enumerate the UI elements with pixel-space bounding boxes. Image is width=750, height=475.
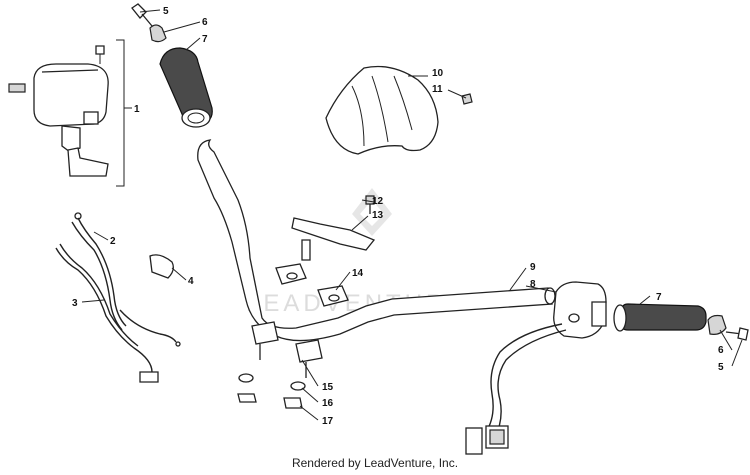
handlebar bbox=[197, 139, 556, 342]
cable-strap bbox=[149, 254, 174, 279]
left-grip-hardware bbox=[131, 3, 167, 43]
throttle-screw bbox=[8, 83, 26, 93]
cover-screw bbox=[461, 93, 473, 105]
right-grip-hardware bbox=[707, 314, 749, 341]
callout-10: 10 bbox=[432, 68, 444, 79]
callouts: 5 6 7 1 10 11 2 3 4 12 13 14 9 8 7 6 5 1… bbox=[72, 6, 724, 427]
cables bbox=[55, 212, 181, 383]
left-grip bbox=[159, 47, 213, 128]
callout-6-right: 6 bbox=[718, 345, 724, 356]
callout-5-right: 5 bbox=[718, 362, 724, 373]
callout-7-right: 7 bbox=[656, 292, 662, 303]
right-switch-housing bbox=[485, 281, 607, 441]
callout-1: 1 bbox=[134, 104, 140, 115]
callout-14: 14 bbox=[352, 268, 364, 279]
callout-3: 3 bbox=[72, 298, 78, 309]
callout-7-left: 7 bbox=[202, 34, 208, 45]
throttle-assembly bbox=[8, 45, 109, 177]
upper-clamps bbox=[275, 263, 349, 307]
callout-15: 15 bbox=[322, 382, 334, 393]
callout-11: 11 bbox=[432, 84, 443, 95]
footer-credit: Rendered by LeadVenture, Inc. bbox=[291, 456, 459, 470]
callout-12: 12 bbox=[372, 196, 384, 207]
callout-9: 9 bbox=[530, 262, 536, 273]
harness-connector bbox=[465, 425, 509, 455]
bracket-1 bbox=[116, 39, 125, 187]
callout-6-left: 6 bbox=[202, 17, 208, 28]
callout-16: 16 bbox=[322, 398, 334, 409]
callout-13: 13 bbox=[372, 210, 384, 221]
mount-bracket bbox=[291, 195, 376, 261]
right-grip bbox=[613, 303, 707, 332]
callout-17: 17 bbox=[322, 416, 334, 427]
leader-lines bbox=[81, 9, 743, 421]
callout-8: 8 bbox=[530, 279, 536, 290]
callout-5-left: 5 bbox=[163, 6, 169, 17]
lower-clamps bbox=[237, 321, 323, 409]
callout-4: 4 bbox=[188, 276, 194, 287]
callout-2: 2 bbox=[110, 236, 116, 247]
handlebar-cover bbox=[325, 65, 473, 155]
